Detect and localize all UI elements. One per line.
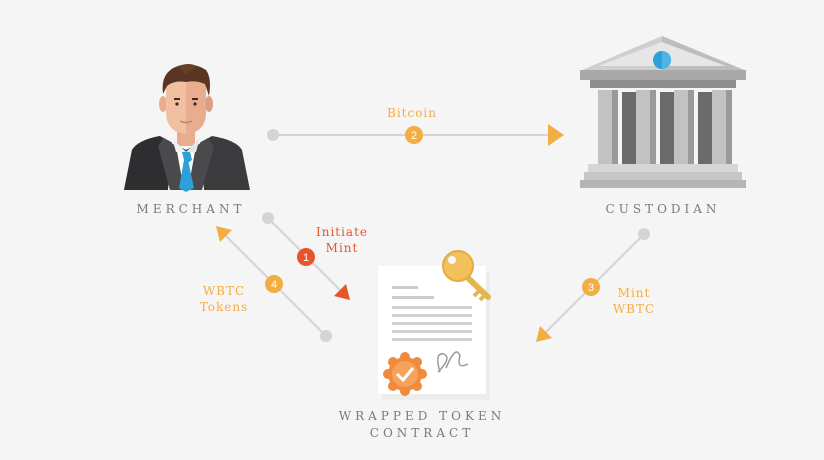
arrowhead-icon [334, 284, 350, 300]
svg-text:1: 1 [303, 252, 309, 264]
step-badge-3: 3 [582, 278, 600, 296]
svg-text:2: 2 [411, 130, 417, 142]
bank-icon [580, 36, 746, 188]
step-badge-2: 2 [405, 126, 423, 144]
edge-label-tokens: Tokens [199, 300, 249, 314]
edge-label-wbtc: WBTC [202, 284, 246, 298]
connector-mint-wbtc [536, 228, 650, 342]
contract-document-icon [378, 250, 491, 400]
arrowhead-icon [216, 226, 232, 242]
arrowhead-icon [548, 124, 564, 146]
arrowhead-icon [536, 326, 552, 342]
svg-text:4: 4 [271, 279, 277, 291]
edge-label-initiate: Initiate [315, 225, 369, 239]
edge-label-mint: Mint [325, 241, 359, 255]
custodian-label: CUSTODIAN [605, 202, 721, 216]
contract-label-line1: WRAPPED TOKEN [338, 409, 506, 423]
contract-label-line2: CONTRACT [369, 426, 475, 440]
merchant-label: MERCHANT [136, 202, 246, 216]
businessman-icon [124, 64, 250, 192]
step-badge-1: 1 [297, 248, 315, 266]
edge-label-bitcoin: Bitcoin [387, 106, 437, 120]
approval-seal-icon [383, 352, 427, 396]
key-icon [442, 250, 491, 302]
edge-label-mint-wbtc-1: Mint [617, 286, 651, 300]
edge-label-mint-wbtc-2: WBTC [612, 302, 656, 316]
svg-text:3: 3 [588, 282, 594, 294]
step-badge-4: 4 [265, 275, 283, 293]
